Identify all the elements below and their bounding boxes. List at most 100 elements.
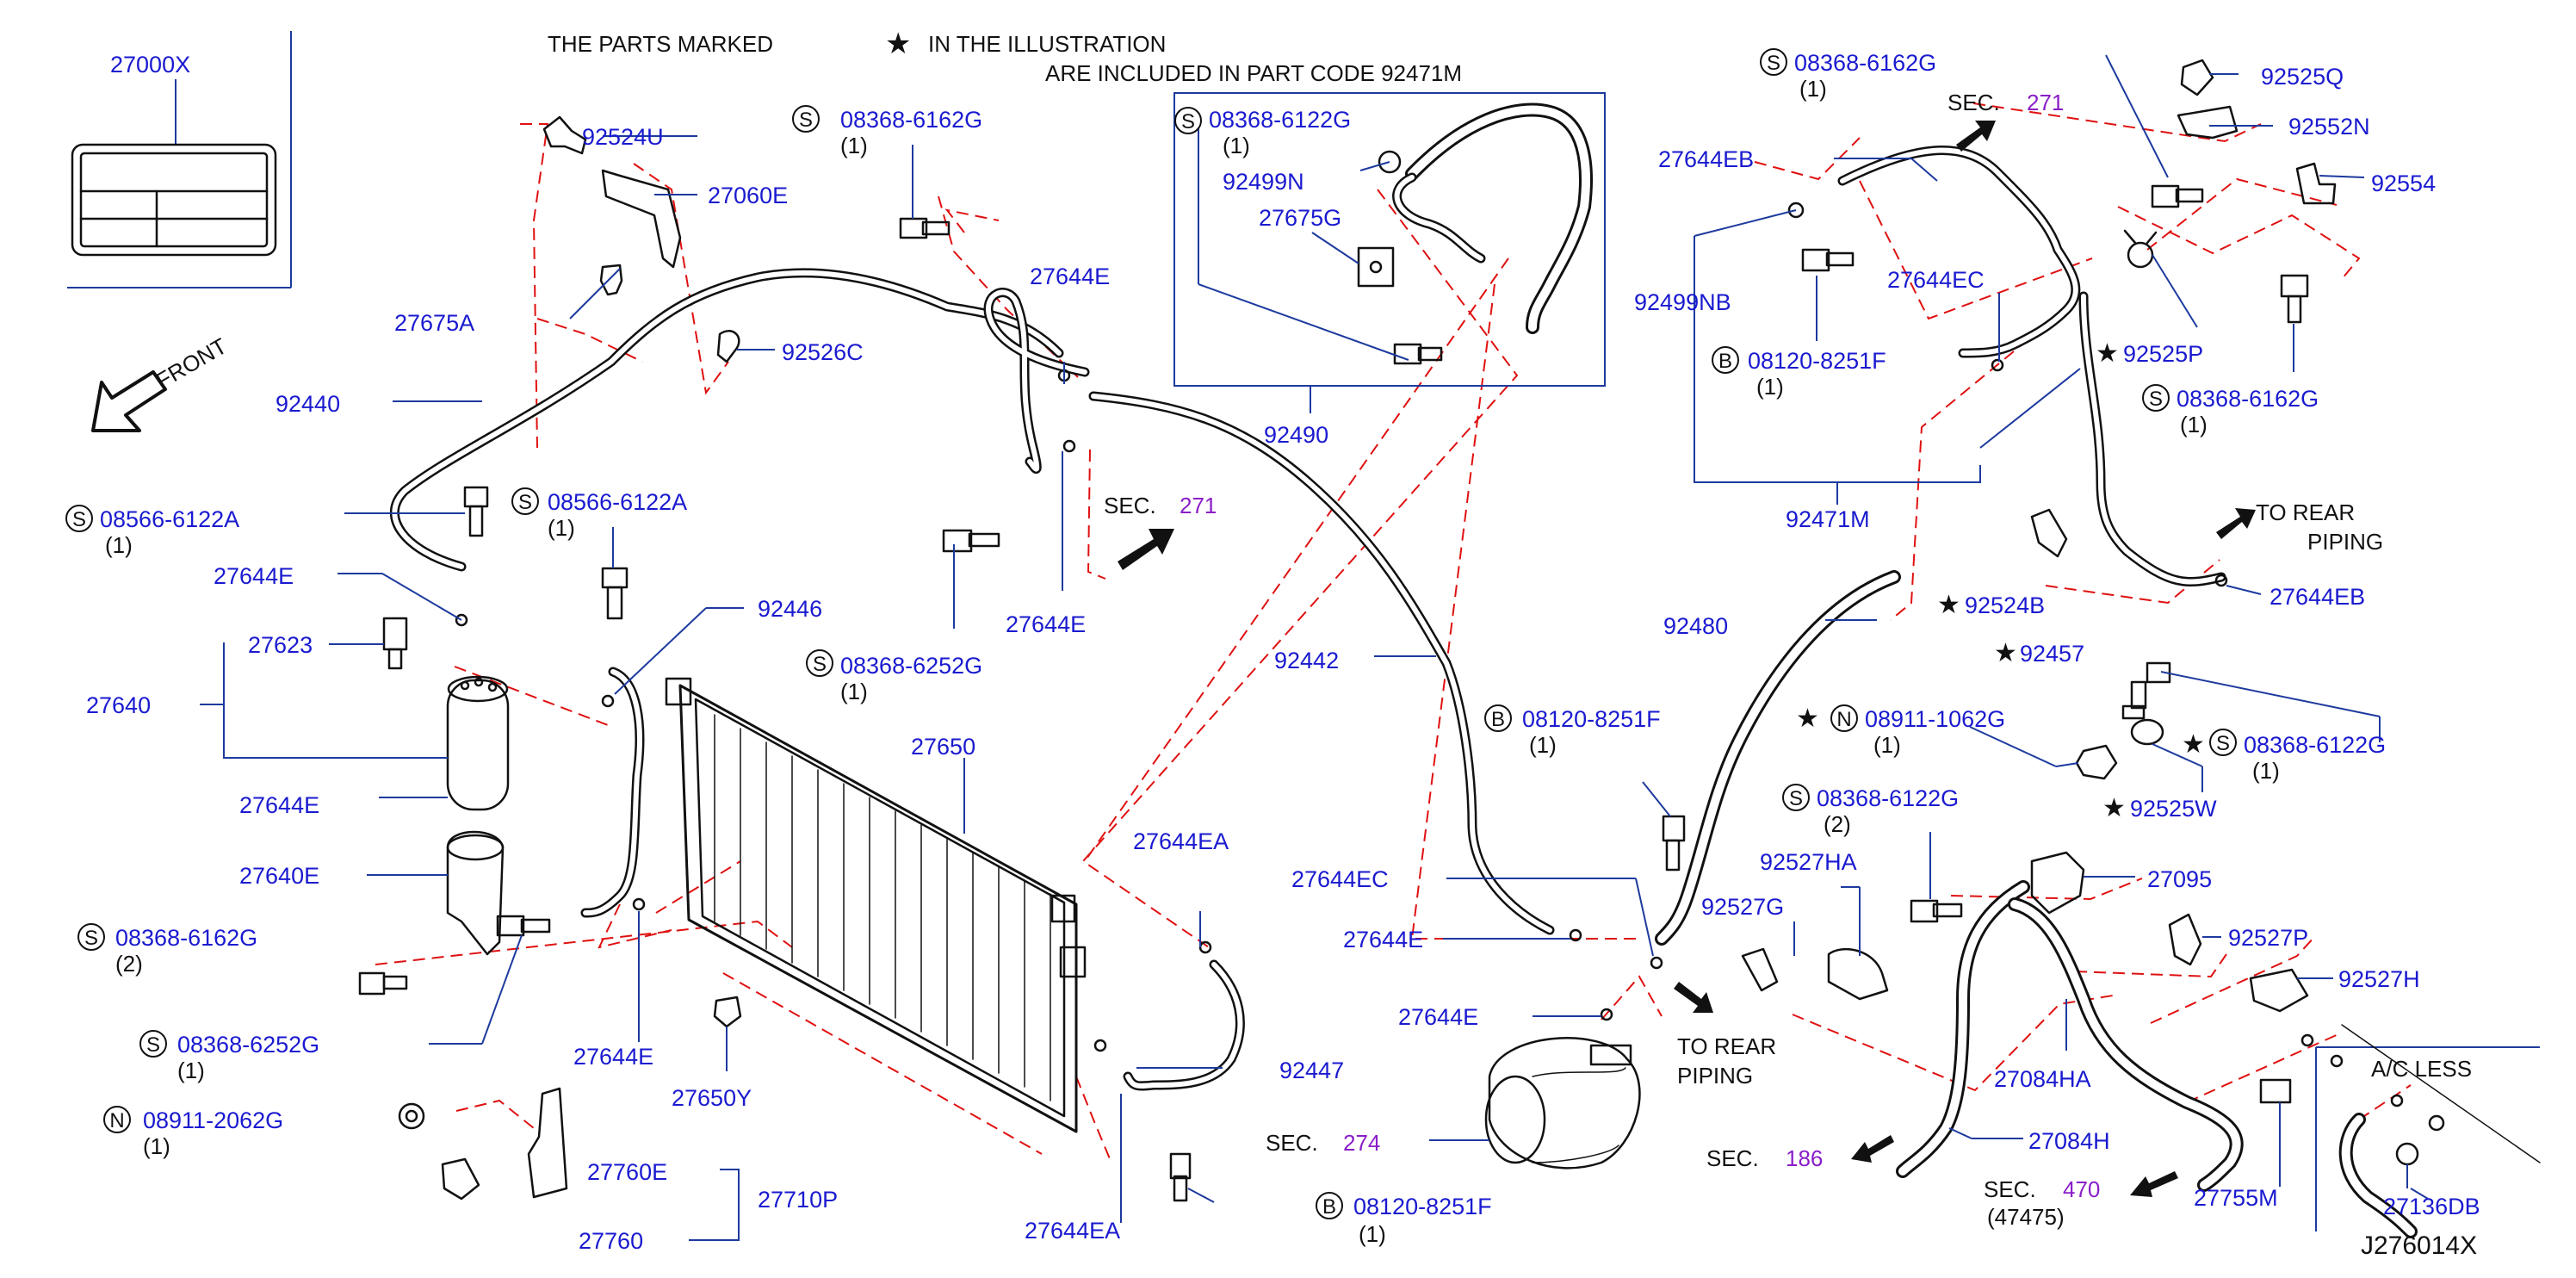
front-arrow: FRONT (91, 332, 232, 432)
part-08566-6122A-mid: 08566-6122A (548, 489, 687, 515)
svg-text:S: S (1767, 52, 1780, 75)
arrow-sec-186-icon (1851, 1135, 1894, 1163)
clip-27675A (599, 264, 623, 296)
bolt-icon (358, 971, 408, 996)
svg-text:S: S (146, 1033, 160, 1057)
plug-92499N (1378, 150, 1402, 174)
o-ring-icon (2428, 1114, 2445, 1132)
o-ring-icon (1569, 928, 1582, 942)
pipe-92490 (1392, 102, 1593, 334)
part-08368-6162G-top: 08368-6162G (840, 107, 982, 133)
s-circle-icon: S (1174, 107, 1202, 134)
part-08120-8251F-topright: 08120-8251F (1748, 348, 1886, 374)
b-circle-icon: B (1484, 704, 1512, 732)
hose-27136DB (2338, 1113, 2418, 1238)
part-27644E-g: 27644E (1398, 1004, 1478, 1030)
o-ring-icon (1650, 956, 1663, 970)
qty-label: (1) (840, 679, 868, 704)
bracket-92552N (2177, 105, 2239, 140)
o-ring-icon (455, 613, 468, 627)
part-92525Q: 92525Q (2261, 64, 2344, 90)
part-27644E-d: 27644E (1030, 264, 1110, 289)
svg-text:S: S (2149, 388, 2163, 411)
pipe-92471M (1837, 146, 2226, 587)
sec-470: SEC. (1984, 1176, 2036, 1202)
qty-label: (1) (177, 1058, 205, 1083)
part-27644E-e: 27644E (1006, 611, 1086, 637)
bolt-icon (2151, 184, 2204, 208)
bracket-92471M (1694, 236, 1981, 505)
part-92526C: 92526C (782, 339, 864, 365)
sec-274-num: 274 (1343, 1130, 1380, 1156)
arrow-sec-470-icon (2130, 1171, 2178, 1197)
bracket-92554 (2295, 162, 2337, 205)
svg-text:N: N (109, 1109, 124, 1132)
qty-label: (1) (1799, 76, 1827, 102)
sec-271-topright-num: 271 (2027, 90, 2064, 115)
o-ring-icon (1787, 202, 1805, 219)
part-92527HA: 92527HA (1760, 849, 1857, 875)
mount-27650Y (713, 996, 742, 1028)
note-line1b: IN THE ILLUSTRATION (928, 31, 1166, 57)
o-ring-icon (2214, 574, 2228, 587)
arrow-sec-271-tr-icon (1956, 121, 1996, 152)
part-27644E-a: 27644E (214, 563, 294, 589)
pipe-92446 (580, 667, 645, 918)
clip-92524B (2030, 508, 2068, 558)
clamp-92527H (2249, 968, 2309, 1013)
star-icon: ★ (885, 28, 911, 60)
svg-text:N: N (1836, 708, 1851, 731)
part-27000X: 27000X (110, 52, 190, 78)
part-92524B: 92524B (1965, 592, 2045, 618)
part-08120-8251F-mid: 08120-8251F (1522, 706, 1661, 732)
sec-271-topright: SEC. (1947, 90, 2000, 115)
diagram-code: J276014X (2361, 1231, 2477, 1260)
qty-label: (1) (143, 1133, 170, 1159)
stars: ★ ★ ★ ★ ★ ★ (1796, 339, 2205, 822)
s-circle-icon: S (806, 649, 833, 677)
label-plate-27000X: 27000X (67, 31, 292, 288)
sec-470-sub: (47475) (1987, 1204, 2065, 1230)
part-92499NB: 92499NB (1634, 289, 1731, 315)
part-27644E-b: 27644E (239, 792, 319, 818)
bracket-27640 (200, 642, 448, 759)
n-circle-icon: N (103, 1106, 131, 1133)
part-92527G: 92527G (1701, 894, 1784, 920)
b-circle-icon: B (1316, 1192, 1343, 1219)
star-icon: ★ (1937, 591, 1960, 619)
bolts (358, 184, 2309, 1202)
part-27136DB: 27136DB (2383, 1194, 2480, 1219)
bolt-icon (2280, 274, 2309, 324)
bolt-icon (1801, 248, 1855, 272)
o-rings (455, 202, 2445, 1166)
part-92446: 92446 (758, 596, 822, 622)
switch-27095 (2030, 851, 2085, 915)
part-27760E: 27760E (587, 1159, 667, 1185)
b-circle-icon: B (1712, 346, 1739, 374)
part-08368-6122G-box: 08368-6122G (1209, 107, 1351, 133)
s-circle-icon: S (2209, 729, 2237, 756)
to-rear-piping-1b: PIPING (2307, 529, 2383, 555)
qty-label: (1) (2252, 758, 2280, 784)
pipe-upper-92440-branch (983, 288, 1090, 474)
front-label: FRONT (152, 332, 232, 394)
part-27760: 27760 (579, 1228, 643, 1254)
compressor (1484, 1037, 1641, 1169)
part-27640E: 27640E (239, 863, 319, 889)
svg-text:S: S (799, 109, 813, 132)
bolt-icon (1393, 343, 1443, 365)
s-circle-icon: S (1760, 48, 1787, 76)
part-27650: 27650 (911, 734, 975, 760)
ac-less-box (2315, 1024, 2541, 1231)
o-ring-icon (2330, 1054, 2344, 1068)
bracket-27710P (689, 1169, 740, 1241)
sec-271-mid-num: 271 (1180, 493, 1217, 518)
receiver-drier-27640 (446, 675, 510, 811)
arrow-sec-271-mid-icon (1118, 529, 1174, 570)
clamp-27755M (2259, 1078, 2292, 1104)
bolt-icon (942, 529, 1000, 553)
box-92490 (1173, 92, 1606, 413)
part-92524U: 92524U (582, 124, 664, 150)
pipe-92442 (1088, 391, 1555, 935)
